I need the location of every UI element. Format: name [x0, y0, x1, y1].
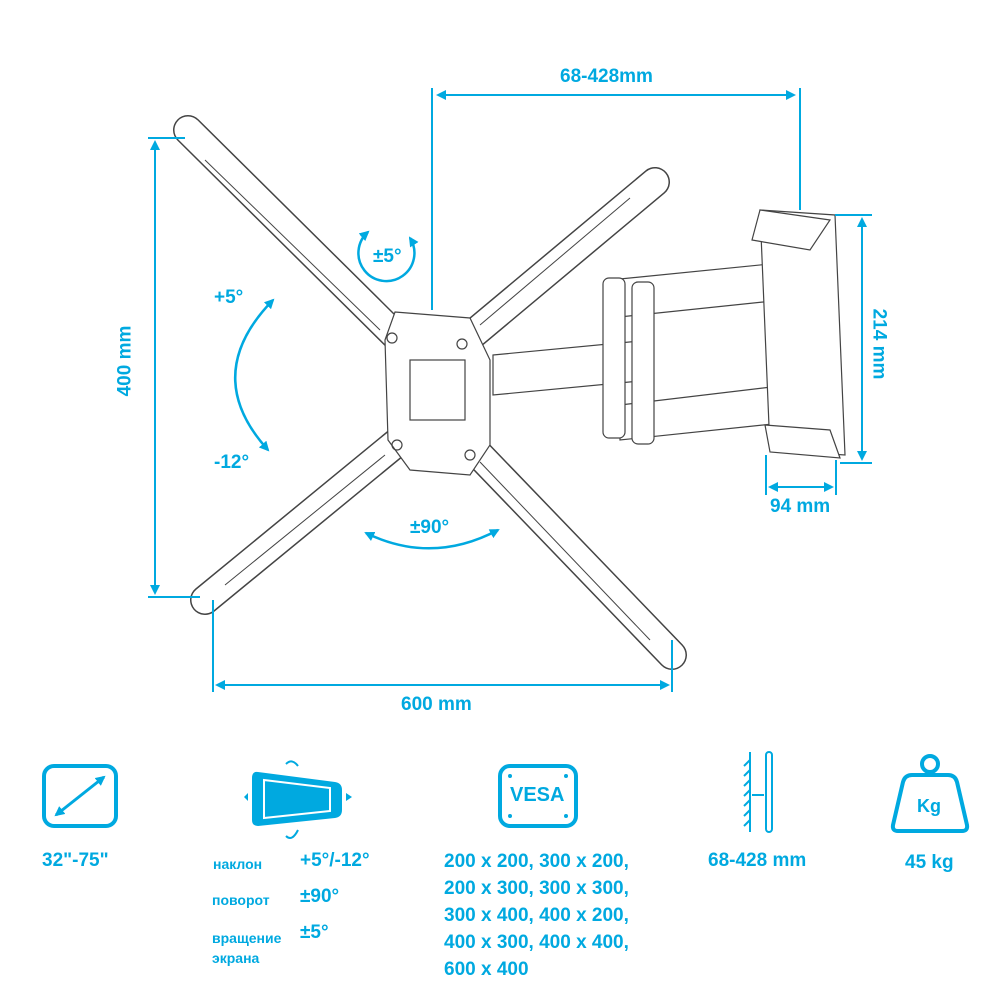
wall-distance-value: 68-428 mm	[708, 850, 807, 871]
vesa-line: 200 x 200, 300 x 200,	[444, 851, 629, 872]
swivel-spec-label: поворот	[212, 892, 270, 908]
vesa-icon	[498, 764, 578, 828]
dimension-lines	[148, 88, 872, 692]
wall-distance-icon	[743, 751, 773, 833]
wall-plate	[759, 209, 846, 456]
swivel-spec-value: ±90°	[300, 886, 340, 907]
vesa-list: 200 x 200, 300 x 200, 200 x 300, 300 x 3…	[444, 848, 629, 983]
extension-dimension-label: 68-428mm	[560, 66, 653, 87]
max-load-value: 45 kg	[905, 852, 954, 873]
vesa-arms	[173, 115, 687, 670]
vesa-icon-text: VESA	[510, 784, 565, 806]
vesa-line: 600 x 400	[444, 959, 529, 980]
swivel-arrow	[364, 528, 500, 550]
weight-icon-text: Kg	[917, 796, 941, 816]
screen-size-icon	[42, 764, 118, 828]
tilt-swivel-icon	[244, 760, 352, 839]
pivot	[631, 281, 655, 445]
vesa-line: 400 x 300, 400 x 400,	[444, 932, 629, 953]
wall-plate-width-label: 94 mm	[770, 496, 831, 517]
swivel-label: ±90°	[410, 517, 450, 538]
rotation-spec-value: ±5°	[300, 922, 329, 943]
tv-mount-drawing	[173, 115, 846, 670]
arm-link	[492, 339, 651, 396]
tilt-spec-value: +5°/-12°	[300, 850, 370, 871]
tilt-down-label: -12°	[214, 452, 250, 473]
vesa-line: 300 x 400, 400 x 200,	[444, 905, 629, 926]
vesa-line: 200 x 300, 300 x 300,	[444, 878, 629, 899]
tilt-arrow	[234, 298, 275, 452]
wall-plate-height-label: 214 mm	[868, 308, 890, 380]
tilt-up-label: +5°	[214, 287, 244, 308]
rotation-arrows	[234, 230, 500, 550]
tilt-spec-label: наклон	[213, 856, 263, 872]
weight-icon	[890, 754, 970, 833]
screen-size-value: 32"-75"	[42, 850, 109, 871]
pivot	[602, 277, 626, 439]
screen-rotation-label: ±5°	[373, 246, 402, 267]
screen-rotation-arrow	[357, 230, 419, 283]
width-dimension-label: 600 mm	[401, 694, 472, 715]
height-dimension-label: 400 mm	[114, 325, 136, 397]
rotation-spec-label: вращение экрана	[212, 930, 282, 966]
